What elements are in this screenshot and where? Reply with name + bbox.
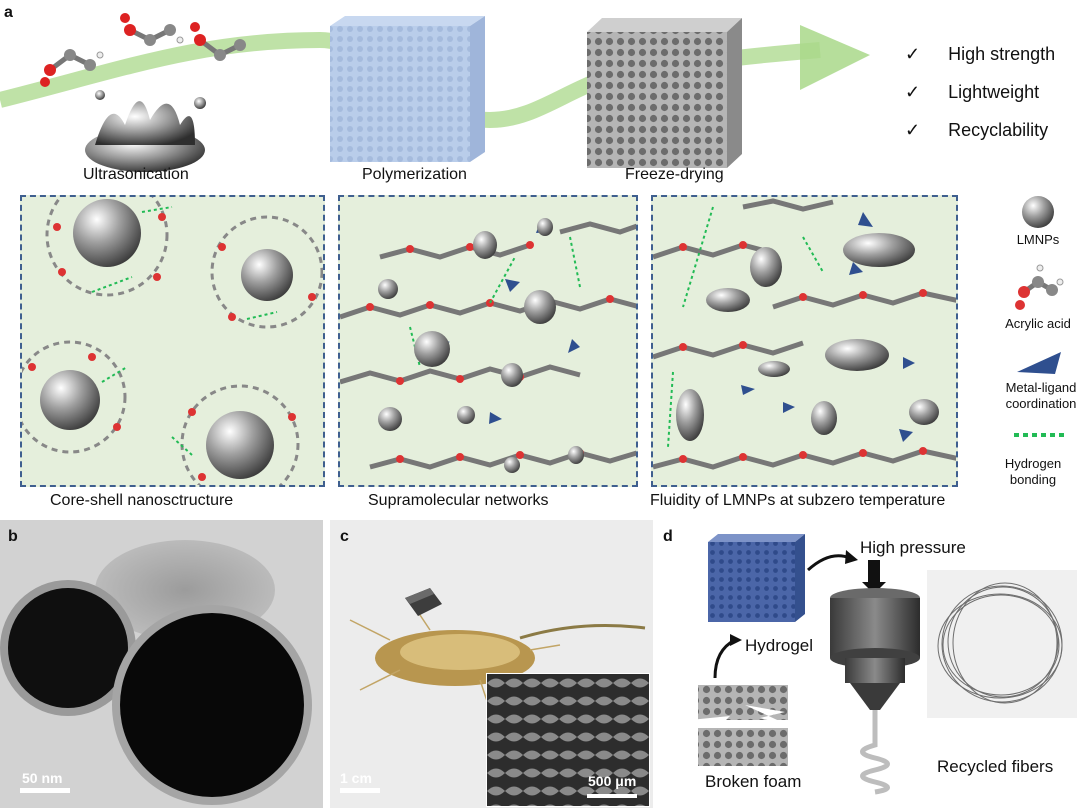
legend-metal-ligand: Metal-ligand coordination — [1005, 380, 1077, 411]
fluidity-box — [651, 195, 958, 487]
scalebar-1cm: 1 cm — [340, 770, 372, 786]
lightweight-photo — [330, 520, 653, 808]
benefit-recyclability: ✓ Recyclability — [905, 120, 1048, 141]
high-pressure-label: High pressure — [860, 538, 966, 557]
panel-label-d: d — [663, 528, 673, 545]
supramolecular-label: Supramolecular networks — [368, 492, 549, 509]
panel-label-c: c — [340, 528, 349, 545]
scalebar-500um: 500 μm — [588, 773, 637, 789]
legend-acrylic-acid: Acrylic acid — [1005, 316, 1071, 331]
check-icon: ✓ — [905, 120, 921, 140]
hydrogel-cube — [330, 16, 485, 162]
scalebar-50nm: 50 nm — [22, 770, 63, 786]
benefit-label: Lightweight — [948, 82, 1040, 102]
hydrogen-bond-legend-icon — [1014, 433, 1068, 437]
broken-foam-label: Broken foam — [705, 772, 802, 791]
tem-image — [0, 520, 323, 808]
hydrogel-label: Hydrogel — [745, 636, 814, 655]
acrylic-acid-molecules — [40, 13, 246, 87]
benefit-lightweight: ✓ Lightweight — [905, 82, 1039, 103]
recycled-fibers-photo — [927, 570, 1077, 718]
legend-lmnps: LMNPs — [1016, 232, 1060, 247]
step-polymerization-label: Polymerization — [362, 166, 467, 183]
core-shell-label: Core-shell nanosctructure — [50, 492, 234, 509]
legend-hydrogen-bonding: Hydrogen bonding — [1004, 456, 1062, 487]
benefit-high-strength: ✓ High strength — [905, 44, 1055, 65]
step-freeze-drying-label: Freeze-drying — [625, 166, 724, 183]
lmnp-legend-icon — [1022, 196, 1054, 228]
panel-label-b: b — [8, 528, 18, 545]
metal-splash-graphic — [85, 90, 206, 172]
recycling-scheme — [690, 534, 920, 795]
step-ultrasonication-label: Ultrasonication — [83, 166, 189, 183]
core-shell-box — [20, 195, 325, 487]
recycled-fibers-label: Recycled fibers — [937, 757, 1054, 776]
check-icon: ✓ — [905, 44, 921, 64]
supramolecular-box — [338, 195, 638, 487]
panel-label-a: a — [4, 4, 13, 21]
sem-inset — [486, 673, 650, 807]
foam-cube — [587, 18, 742, 168]
coordination-legend-icon — [1017, 352, 1061, 374]
fluidity-label: Fluidity of LMNPs at subzero temperature — [650, 492, 946, 509]
acrylic-acid-legend-icon — [1015, 264, 1064, 310]
check-icon: ✓ — [905, 82, 921, 102]
benefit-label: Recyclability — [948, 120, 1049, 140]
benefit-label: High strength — [948, 44, 1056, 64]
